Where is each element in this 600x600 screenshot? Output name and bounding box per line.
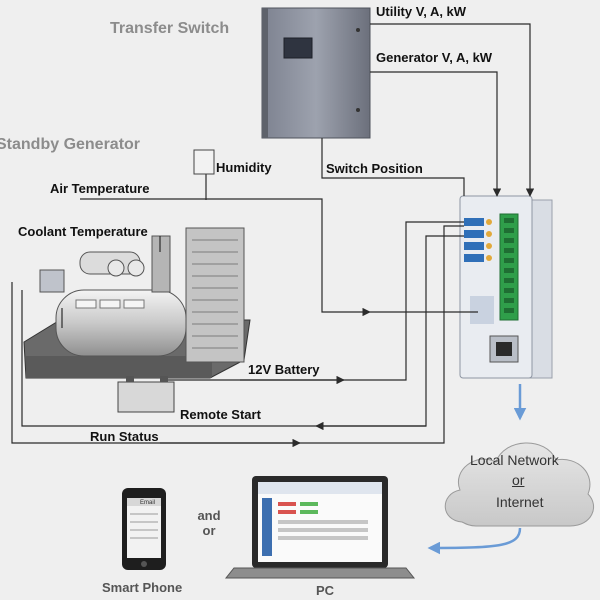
standby-generator-unit: [23, 227, 251, 379]
phone-screen-header: Email: [140, 500, 156, 506]
air-temperature-label: Air Temperature: [50, 181, 150, 196]
network-line-2: or: [512, 472, 525, 488]
smart-phone-illustration: [122, 488, 166, 570]
monitoring-controller: [459, 195, 553, 379]
remote-start-label: Remote Start: [180, 407, 261, 422]
humidity-label: Humidity: [216, 160, 272, 175]
transfer-switch-cabinet: [261, 7, 371, 139]
and-or-label: and or: [197, 508, 221, 538]
coolant-temperature-label: Coolant Temperature: [18, 224, 148, 239]
run-status-label: Run Status: [90, 429, 159, 444]
signal-wires: [11, 23, 535, 448]
utility-label: Utility V, A, kW: [376, 4, 467, 19]
standby-generator-title: Standby Generator: [0, 136, 141, 153]
smart-phone-label: Smart Phone: [102, 580, 183, 595]
pc-label: PC: [316, 583, 335, 598]
humidity-sensor: [193, 149, 215, 175]
battery-label: 12V Battery: [248, 362, 320, 377]
transfer-switch-title: Transfer Switch: [110, 20, 230, 37]
switch-position-label: Switch Position: [326, 161, 423, 176]
pc-laptop-illustration: [224, 476, 416, 579]
network-line-3: Internet: [496, 494, 544, 510]
network-arrow-to-pc: [427, 527, 522, 555]
battery: [117, 376, 175, 413]
network-cloud: [444, 442, 594, 527]
generator-label: Generator V, A, kW: [376, 50, 493, 65]
network-line-1: Local Network: [470, 452, 559, 468]
